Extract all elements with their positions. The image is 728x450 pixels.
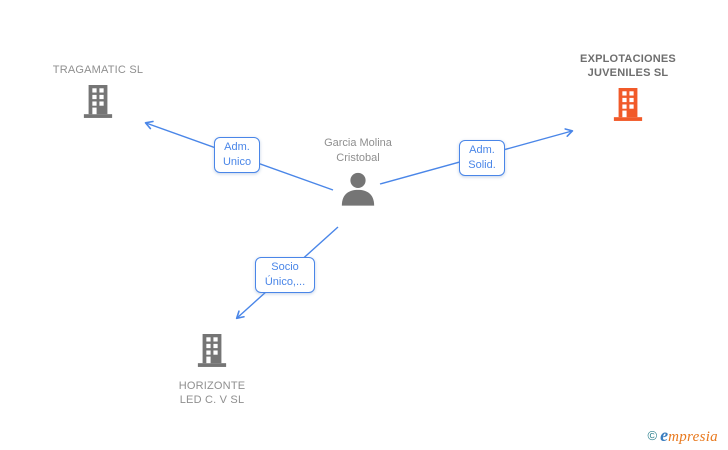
person-name: Garcia Molina Cristobal — [324, 137, 392, 164]
brand-rest: mpresia — [668, 429, 718, 445]
building-icon — [196, 332, 228, 373]
node-person-garcia-molina[interactable]: Garcia Molina Cristobal — [322, 136, 394, 211]
person-icon — [339, 171, 377, 211]
building-icon-highlighted — [612, 86, 644, 127]
copyright-symbol: © — [647, 428, 658, 443]
node-company-explotaciones[interactable]: EXPLOTACIONES JUVENILES SL — [558, 52, 698, 127]
company-label: EXPLOTACIONES JUVENILES SL — [580, 53, 676, 79]
node-company-horizonte[interactable]: HORIZONTE LED C. V SL — [169, 332, 255, 407]
brand-first-letter: e — [660, 425, 669, 445]
company-label: TRAGAMATIC SL — [52, 64, 144, 76]
empresia-logo[interactable]: ©empresia — [648, 425, 718, 446]
building-icon — [82, 83, 114, 124]
node-company-tragamatic[interactable]: TRAGAMATIC SL — [28, 63, 168, 124]
company-label: HORIZONTE LED C. V SL — [178, 380, 246, 406]
edge-label-adm-solid: Adm. Solid. — [459, 140, 505, 176]
edge-label-adm-unico: Adm. Unico — [214, 137, 260, 173]
edge-label-socio-unico: Socio Único,... — [255, 257, 315, 293]
